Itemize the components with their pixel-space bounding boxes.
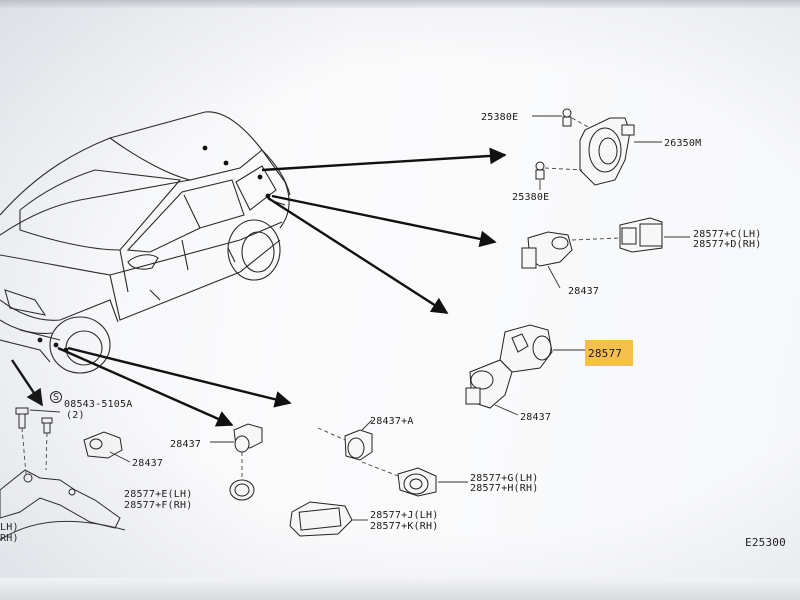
label-sensor-g: 28577+G(LH) <box>470 473 538 484</box>
label-bolt-upper: 25380E <box>481 112 518 123</box>
label-sensor-h: 28577+H(RH) <box>470 483 538 494</box>
label-buzzer: 26350M <box>664 138 701 149</box>
label-diagram-ref: E25300 <box>745 536 786 549</box>
label-bracket-rear-upper: 28437 <box>568 286 599 297</box>
sensor-locations <box>37 145 271 353</box>
vehicle-outline <box>0 111 291 374</box>
label-bolt-lower: 25380E <box>512 192 549 203</box>
front-mid-bracket-sensor <box>210 423 263 501</box>
sensor-gh <box>397 467 468 497</box>
label-bolt-qty: (2) <box>66 410 85 421</box>
label-bracket-front-left: 28437 <box>132 458 163 469</box>
buzzer-assembly <box>532 108 662 190</box>
front-bumper-bracket <box>0 391 126 541</box>
label-sensor-k: 28577+K(RH) <box>370 521 438 532</box>
label-bolt-symbol: S <box>53 392 59 403</box>
label-sensor-j: 28577+J(LH) <box>370 510 438 521</box>
label-bracket-front-mid: 28437 <box>170 439 201 450</box>
label-edge-rh: RH) <box>0 533 19 544</box>
label-sensor-e: 28577+E(LH) <box>124 489 192 500</box>
sensor-jk <box>289 501 368 537</box>
label-sensor-d: 28577+D(RH) <box>693 239 761 250</box>
callout-arrows <box>11 147 507 427</box>
part-labels: 25380E 25380E 26350M 28577+C(LH) 28577+D… <box>0 112 786 549</box>
front-left-bracket <box>83 431 131 463</box>
screen-top-edge <box>0 0 800 8</box>
label-sensor-c: 28577+C(LH) <box>693 229 761 240</box>
highlighted-sensor-group <box>465 324 633 416</box>
label-bolt-spec: 08543-5105A <box>64 399 132 410</box>
highlight-box <box>585 340 633 366</box>
screen-bottom-edge <box>0 578 800 600</box>
label-edge-lh: LH) <box>0 522 19 533</box>
label-bracket-rear-lower: 28437 <box>520 412 551 423</box>
label-bracket-a: 28437+A <box>370 416 414 427</box>
rear-upper-sensor-group <box>521 217 690 289</box>
label-sensor-highlighted: 28577 <box>588 347 622 360</box>
label-sensor-f: 28577+F(RH) <box>124 500 192 511</box>
bracket-a <box>317 419 399 477</box>
